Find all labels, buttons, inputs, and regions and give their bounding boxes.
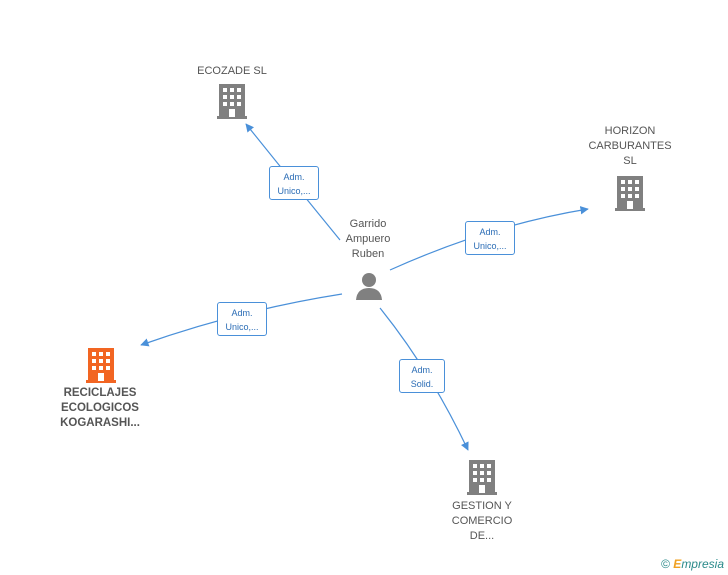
edge-role-ecozade[interactable]: Adm. Unico,...	[269, 166, 319, 200]
brand-logo-initial: E	[673, 557, 682, 571]
brand-logo-text: mpresia	[681, 557, 724, 571]
copyright-footer: © Empresia	[661, 557, 724, 571]
edge-role-reciclajes[interactable]: Adm. Unico,...	[217, 302, 267, 336]
edge-role-gestion[interactable]: Adm. Solid.	[399, 359, 445, 393]
person-name-label[interactable]: Garrido Ampuero Ruben	[345, 218, 391, 260]
company-label-gestion[interactable]: GESTION Y COMERCIO DE...	[451, 500, 513, 542]
edge-role-horizon[interactable]: Adm. Unico,...	[465, 221, 515, 255]
copyright-icon: ©	[661, 557, 670, 571]
building-icon-highlighted[interactable]	[86, 348, 116, 383]
company-label-ecozade[interactable]: ECOZADE SL	[197, 65, 267, 77]
company-label-horizon[interactable]: HORIZON CARBURANTES SL	[588, 125, 672, 167]
building-icon[interactable]	[615, 176, 645, 211]
company-label-reciclajes[interactable]: RECICLAJES ECOLOGICOS KOGARASHI...	[60, 387, 140, 429]
person-icon[interactable]	[356, 273, 382, 300]
building-icon[interactable]	[217, 84, 247, 119]
building-icon[interactable]	[467, 460, 497, 495]
